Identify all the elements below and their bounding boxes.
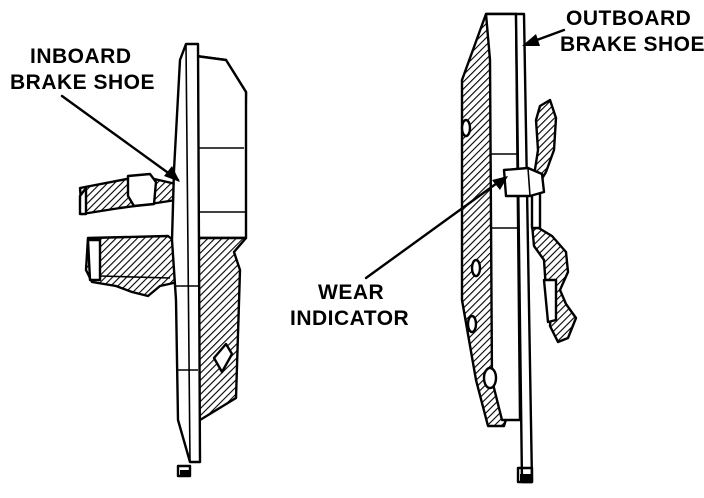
outboard-backing-plate	[514, 12, 534, 484]
inboard-upper-clip	[78, 172, 178, 216]
wear-indicator	[502, 166, 546, 198]
wear-leader-line	[364, 176, 506, 280]
outboard-spring-clip	[530, 98, 578, 344]
inboard-brake-shoe	[78, 42, 248, 478]
outboard-label-line2: BRAKE SHOE	[560, 33, 704, 56]
outboard-brake-shoe	[460, 12, 578, 484]
inboard-backing-plate	[170, 42, 202, 478]
inboard-arrowhead	[164, 166, 180, 182]
outboard-label-line1: OUTBOARD	[566, 7, 691, 30]
outboard-lining	[460, 12, 522, 428]
inboard-leader-line	[60, 94, 180, 182]
inboard-label-line2: BRAKE SHOE	[10, 71, 155, 94]
wear-arrowhead	[492, 176, 508, 190]
inboard-lining	[194, 54, 248, 422]
wear-label-line1: WEAR	[318, 281, 384, 304]
inboard-lower-clip	[84, 234, 180, 298]
wear-label-line2: INDICATOR	[290, 307, 409, 330]
inboard-label-line1: INBOARD	[30, 45, 132, 68]
outboard-arrowhead	[522, 34, 540, 46]
